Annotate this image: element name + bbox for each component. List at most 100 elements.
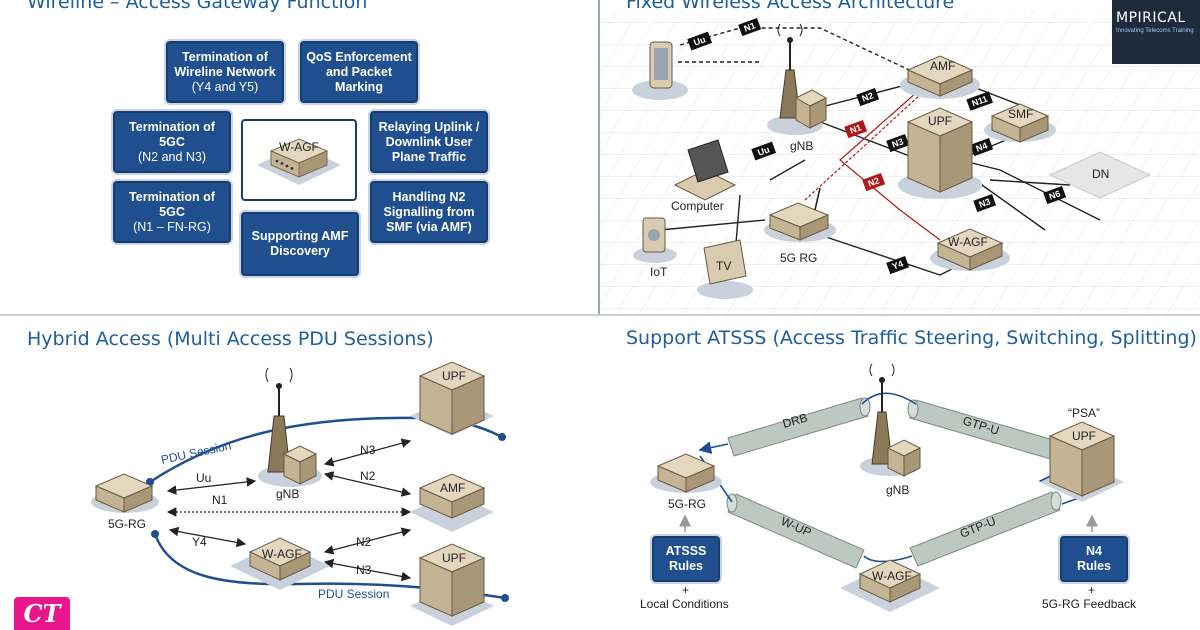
uu-arrow — [166, 477, 257, 495]
box-qos-enforcement: QoS Enforcement and Packet Marking — [300, 41, 418, 103]
gnb-label: gNB — [276, 487, 299, 501]
psa-label: “PSA” — [1068, 406, 1100, 420]
panel-title: Support ATSSS (Access Traffic Steering, … — [626, 327, 1197, 349]
gnb-label: gNB — [886, 483, 909, 497]
mpirical-logo: MPIRICAL Innovating Telecoms Training — [1112, 0, 1200, 64]
gtpu-upper-pipe: GTP-U — [907, 399, 1061, 461]
smf-node-icon: SMF — [984, 103, 1056, 143]
amf-label: AMF — [440, 481, 465, 495]
box-termination-5gc-n2n3: Termination of 5GC (N2 and N3) — [113, 111, 231, 173]
amf-label: AMF — [930, 59, 955, 73]
panel-atsss: Support ATSSS (Access Traffic Steering, … — [600, 316, 1200, 630]
n1-label: N1 — [212, 493, 228, 507]
n3-lower-arrow — [323, 558, 412, 582]
gnb-tower-icon: gNB — [860, 363, 922, 497]
n4-note: 5G-RG Feedback — [1042, 597, 1137, 611]
atsss-diagram: DRB GTP-U W-UP GTP-U — [640, 363, 1137, 612]
tv-label: TV — [716, 259, 731, 273]
n4-rules-box: N4 Rules — [1060, 536, 1128, 582]
amf-node-icon: AMF — [900, 55, 980, 99]
box-termination-wireline: Termination of Wireline Network (Y4 and … — [166, 41, 284, 103]
n4-plus: + — [1088, 583, 1095, 597]
wagf-node-icon: W-AGF — [930, 228, 1010, 271]
gnb-tower-icon: gNB — [258, 367, 322, 501]
panel-title: Wireline – Access Gateway Function — [27, 0, 368, 13]
upf-node-icon: UPF — [898, 107, 982, 199]
gtpu-lower-pipe: GTP-U — [909, 491, 1062, 567]
box-relaying-traffic: Relaying Uplink / Downlink User Plane Tr… — [370, 111, 488, 173]
svg-text:N1: N1 — [743, 20, 757, 33]
iot-label: IoT — [650, 265, 668, 279]
horizontal-divider — [0, 314, 1200, 316]
rg-device-icon: 5G-RG — [650, 453, 722, 511]
upf-node-icon: UPF “PSA” — [1040, 406, 1124, 502]
gnb-label: gNB — [790, 139, 813, 153]
atsss-rules-box: ATSSS Rules — [652, 536, 720, 582]
computer-label: Computer — [671, 199, 724, 213]
fwa-diagram: Uu N1 N2 N11 N1 N3 N4 Uu N2 N3 N6 Y4 — [600, 10, 1200, 314]
phone-icon — [632, 41, 688, 100]
n3-upper-arrow — [323, 438, 412, 467]
upf-label: UPF — [928, 114, 952, 128]
svg-text:N3: N3 — [891, 136, 905, 149]
vertical-divider — [598, 0, 600, 316]
computer-icon: Computer — [671, 139, 737, 213]
rg-label: 5G-RG — [668, 497, 706, 511]
panel-wireline-agf: Wireline – Access Gateway Function Termi… — [0, 0, 598, 314]
box-termination-5gc-n1: Termination of 5GC (N1 – FN-RG) — [113, 181, 231, 243]
wagf-label: W-AGF — [948, 235, 988, 249]
pdu-session-label-upper: PDU Session — [160, 438, 233, 467]
smf-label: SMF — [1008, 107, 1033, 121]
svg-text:N2: N2 — [861, 90, 875, 103]
atsss-plus: + — [682, 583, 689, 597]
n3-lower-label: N3 — [356, 563, 372, 577]
wagf-node-icon: W-AGF — [840, 559, 940, 612]
drb-pipe: DRB — [727, 397, 871, 457]
n2-lower-label: N2 — [356, 535, 372, 549]
fwa-interface-tags: Uu N1 N2 N11 N1 N3 N4 Uu N2 N3 N6 Y4 — [687, 18, 1067, 275]
svg-text:Y4: Y4 — [891, 258, 905, 271]
rg-device-icon: 5G RG — [764, 187, 836, 265]
box-amf-discovery: Supporting AMF Discovery — [241, 212, 359, 276]
panel-hybrid-access: Hybrid Access (Multi Access PDU Sessions… — [0, 316, 598, 630]
n2-lower-arrow — [323, 527, 412, 555]
svg-text:Uu: Uu — [692, 34, 707, 48]
svg-text:N4: N4 — [975, 140, 989, 153]
n2-upper-label: N2 — [360, 469, 376, 483]
wup-pipe: W-UP — [726, 493, 865, 569]
panel-title: Hybrid Access (Multi Access PDU Sessions… — [27, 328, 434, 350]
wagf-label: W-AGF — [262, 547, 302, 561]
n3-upper-label: N3 — [360, 443, 376, 457]
tv-icon: TV — [697, 239, 753, 299]
n2-upper-arrow — [323, 471, 412, 497]
atsss-session-path — [699, 392, 1091, 563]
y4-label: Y4 — [192, 535, 207, 549]
uu-label: Uu — [196, 471, 211, 485]
upf-label: UPF — [1072, 429, 1096, 443]
svg-text:N6: N6 — [1048, 188, 1062, 201]
wagf-label: W-AGF — [872, 569, 912, 583]
svg-text:N2: N2 — [867, 175, 881, 188]
drb-label: DRB — [781, 410, 809, 430]
rg-device-icon: 5G-RG — [91, 473, 159, 531]
gnb-tower-icon: gNB — [767, 23, 828, 153]
rg-arrow — [698, 441, 729, 454]
svg-text:N1: N1 — [849, 122, 863, 135]
y4-arrow — [168, 526, 247, 548]
panel-title: Fixed Wireless Access Architecture — [626, 0, 955, 13]
rg-label: 5G-RG — [108, 517, 146, 531]
box-handling-n2: Handling N2 Signalling from SMF (via AMF… — [370, 181, 488, 243]
svg-text:Uu: Uu — [756, 144, 771, 158]
logo-name: MPIRICAL — [1116, 10, 1186, 26]
pdu-session-label-lower: PDU Session — [318, 587, 389, 601]
ct-badge: CT — [14, 597, 70, 630]
atsss-note: Local Conditions — [640, 597, 729, 611]
wagf-center-label: W-AGF — [279, 140, 319, 154]
panel-fixed-wireless: Fixed Wireless Access Architecture — [600, 0, 1200, 314]
upf-lower-icon: UPF — [410, 543, 494, 626]
logo-tagline: Innovating Telecoms Training — [1116, 28, 1194, 34]
wagf-center-device: W-AGF — [257, 138, 341, 185]
wagf-center-frame: W-AGF — [241, 119, 357, 201]
dn-label: DN — [1092, 167, 1109, 181]
upf-upper-icon: UPF — [410, 361, 494, 436]
